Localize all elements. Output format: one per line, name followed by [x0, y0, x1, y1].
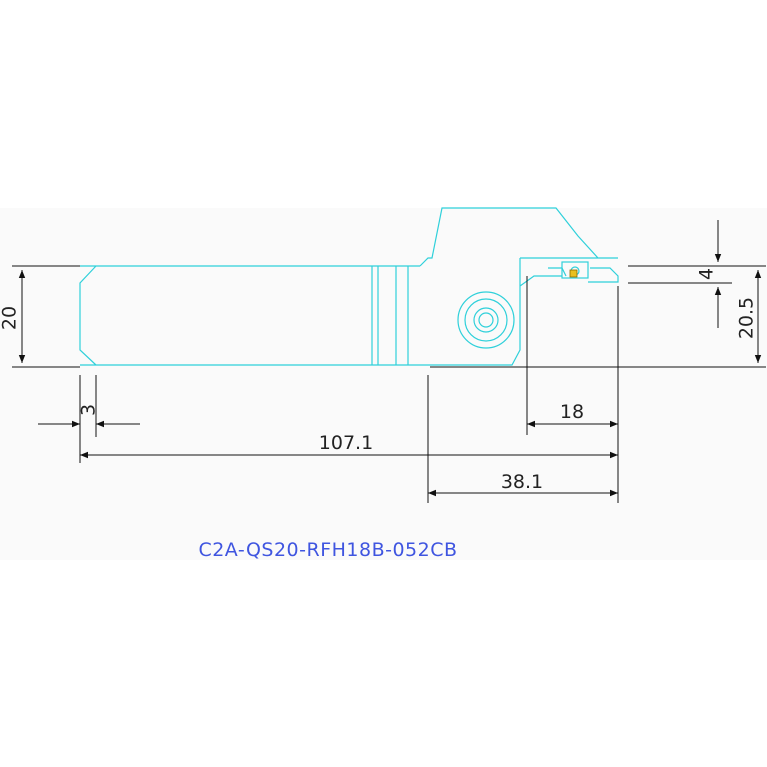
label-shank-height: 20 [0, 306, 21, 330]
dimension-shank-height [12, 265, 80, 368]
label-cutting-height: 20.5 [736, 297, 758, 339]
cutting-insert [561, 261, 589, 279]
head-outline [419, 207, 618, 366]
clamp-screw [457, 291, 515, 349]
dimension-cutting-height [430, 270, 766, 368]
label-head-length: 38.1 [501, 471, 543, 493]
label-front-chamfer: 3 [78, 404, 100, 416]
tool-holder-outline [79, 207, 619, 366]
dimension-head-length [427, 375, 618, 503]
drawing-background-band [0, 208, 767, 560]
shank-outline [79, 265, 420, 366]
dimension-head-offset [526, 276, 619, 503]
dimension-front-chamfer [38, 375, 140, 463]
label-insert-width: 4 [696, 268, 718, 280]
label-overall-length: 107.1 [319, 432, 373, 454]
part-number: C2A-QS20-RFH18B-052CB [198, 539, 457, 561]
label-head-offset: 18 [560, 401, 584, 423]
dimension-insert-width [628, 220, 766, 328]
blade-slot [548, 267, 619, 283]
dimensions [12, 220, 766, 503]
